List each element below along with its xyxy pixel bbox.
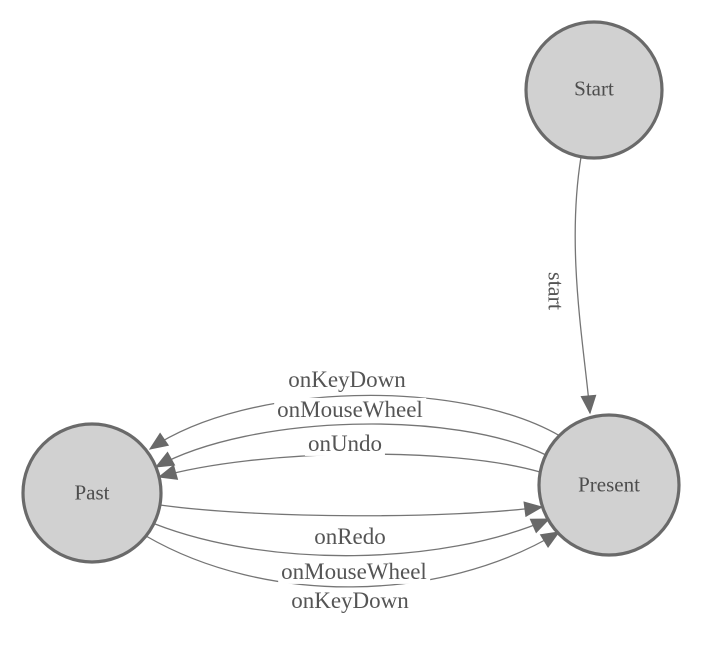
edge-label-onkeydown-to-past: onKeyDown <box>285 367 409 393</box>
edge-label-start: start <box>544 269 569 313</box>
edge-onundo-to-past[interactable] <box>157 453 541 480</box>
edge-label-onmousewheel-to-present: onMouseWheel <box>278 559 430 585</box>
edge-onmousewheel-to-present[interactable] <box>154 518 551 557</box>
edge-label-onundo-to-past: onUndo <box>304 431 386 457</box>
edge-onkeydown-to-present[interactable] <box>145 531 561 588</box>
edge-label-onmousewheel-to-past: onMouseWheel <box>274 397 426 423</box>
edge-label-onredo-to-present: onRedo <box>311 524 389 550</box>
state-nodes <box>21 20 681 564</box>
state-node-present[interactable] <box>537 413 681 557</box>
state-node-start[interactable] <box>524 20 664 160</box>
state-node-past[interactable] <box>21 422 163 564</box>
transition-edges <box>145 156 597 588</box>
edge-start-transition[interactable] <box>574 156 597 415</box>
edge-label-onkeydown-to-present: onKeyDown <box>288 588 412 614</box>
edge-onmousewheel-to-past[interactable] <box>154 423 547 468</box>
edge-onredo-to-present[interactable] <box>159 501 544 518</box>
edge-onkeydown-to-past[interactable] <box>148 394 561 450</box>
